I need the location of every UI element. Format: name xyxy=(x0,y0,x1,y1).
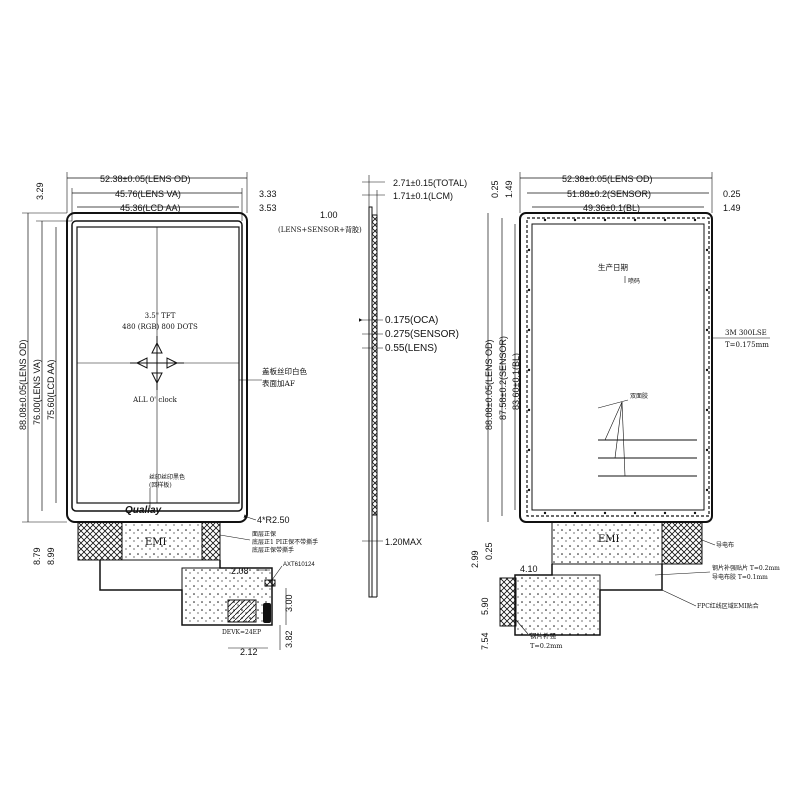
back-view: 生产日期 喷码 双面胶 3M 300LSE T=0.175mm 52.38±0.… xyxy=(470,172,780,650)
pitch-label: DEVK=24EP xyxy=(222,629,261,636)
back-bl-outline xyxy=(531,223,705,511)
logo-note-2: (回样板) xyxy=(149,481,172,489)
back-reinforce-note-2: 导电布胶 T=0.1mm xyxy=(712,573,768,581)
back-edge-beads xyxy=(527,218,709,515)
fpc-note-b: 底层正1 PI正保不带撕手 xyxy=(252,538,318,546)
dim-2-08: 2.08 xyxy=(231,566,249,576)
back-steel-thickness: T=0.2mm xyxy=(530,642,562,650)
back-bl-width: 49.36±0.1(BL) xyxy=(583,203,640,213)
front-dim-8-99: 8.99 xyxy=(46,547,56,565)
back-sensor-outline xyxy=(526,217,710,517)
front-view: 3.5" TFT 480 (RGB) 800 DOTS ALL 0' clock… xyxy=(18,172,318,657)
back-lens-od-height: 88.08±0.05(LENS OD) xyxy=(484,340,494,430)
dim-3-00: 3.00 xyxy=(284,594,294,612)
back-lens-od-width: 52.38±0.05(LENS OD) xyxy=(562,174,652,184)
front-lens-od-width: 52.38±0.05(LENS OD) xyxy=(100,174,190,184)
fpc-note-c: 底层正保带撕手 xyxy=(252,546,294,554)
back-dim-7-54: 7.54 xyxy=(480,632,490,650)
back-dim-0-25-right: 0.25 xyxy=(723,189,741,199)
logo: Qualiay xyxy=(125,505,162,516)
back-tape-label: 双面胶 xyxy=(630,392,648,400)
back-dim-1-49-right: 1.49 xyxy=(723,203,741,213)
back-dim-1-49: 1.49 xyxy=(504,180,514,198)
front-va-outline xyxy=(71,220,243,512)
back-emi-note: 导电布 xyxy=(716,541,734,549)
back-dim-0-25-bottom: 0.25 xyxy=(484,542,494,560)
back-fpc-note: FPC红线区域EMI贴合 xyxy=(697,602,759,610)
front-aa-outline xyxy=(76,226,240,504)
ic-label: AXT610124 xyxy=(283,562,315,568)
front-lens-od-height: 88.08±0.05(LENS OD) xyxy=(18,340,28,430)
back-reinforce-note-1: 钢片补强贴片 T=0.2mm xyxy=(712,564,780,572)
side-sensor: 0.275(SENSOR) xyxy=(385,329,459,340)
back-tape-spec: 3M 300LSE xyxy=(725,329,767,337)
view-clock-label: ALL 0' clock xyxy=(132,396,177,404)
back-date-code: 喷码 xyxy=(628,277,640,285)
back-date-label: 生产日期 xyxy=(598,262,628,272)
back-steel-note: 钢片补强 xyxy=(530,631,557,640)
side-lens: 0.55(LENS) xyxy=(385,343,437,354)
front-dim-3-53: 3.53 xyxy=(259,203,277,213)
view-angle-arrows-icon xyxy=(130,336,184,390)
back-sensor-width: 51.88±0.2(SENSOR) xyxy=(567,189,651,199)
side-lcm: 1.71±0.1(LCM) xyxy=(393,191,453,201)
side-glue-note: (LENS+SENSOR+背胶) xyxy=(278,225,362,234)
cover-print-note: 盖板丝印白色 xyxy=(262,366,307,376)
back-sensor-height: 87.58±0.2(SENSOR) xyxy=(498,336,508,420)
fpc-note-a: 面层正保 xyxy=(252,530,276,538)
front-dim-3-33: 3.33 xyxy=(259,189,277,199)
front-lens-va-width: 45.76(LENS VA) xyxy=(115,189,181,199)
tft-resolution-label: 480 (RGB) 800 DOTS xyxy=(122,323,198,331)
tft-size-label: 3.5" TFT xyxy=(145,312,176,320)
front-fpc: EMI xyxy=(77,521,276,626)
front-emi-label: EMI xyxy=(145,537,167,548)
side-max: 1.20MAX xyxy=(385,537,422,547)
side-oca: 0.175(OCA) xyxy=(385,315,438,326)
back-fpc: EMI xyxy=(499,521,703,636)
back-dim-4-10: 4.10 xyxy=(520,564,538,574)
back-emi-label: EMI xyxy=(598,534,620,545)
back-dim-0-25: 0.25 xyxy=(490,180,500,198)
back-tape-thickness: T=0.175mm xyxy=(725,341,769,349)
back-dim-5-90: 5.90 xyxy=(480,597,490,615)
corner-radius-label: 4*R2.50 xyxy=(257,515,290,525)
front-lcd-aa-height: 75.60(LCD AA) xyxy=(46,359,56,420)
front-dim-3-29: 3.29 xyxy=(35,182,45,200)
front-lcd-aa-width: 45.36(LCD AA) xyxy=(120,203,181,213)
side-glue-thickness: 1.00 xyxy=(320,210,338,220)
side-view: 2.71±0.15(TOTAL) 1.71±0.1(LCM) 1.00 (LEN… xyxy=(278,175,467,598)
dim-2-12: 2.12 xyxy=(240,647,258,657)
back-dim-2-99: 2.99 xyxy=(470,550,480,568)
dim-3-82: 3.82 xyxy=(284,630,294,648)
back-bl-height: 83.60±0.1(BL) xyxy=(511,353,521,410)
logo-note-1: 丝印丝印黑色 xyxy=(149,473,185,481)
front-lens-va-height: 76.00(LENS VA) xyxy=(32,359,42,425)
cover-af-note: 表面加AF xyxy=(262,378,295,388)
front-dim-8-79: 8.79 xyxy=(32,547,42,565)
side-total: 2.71±0.15(TOTAL) xyxy=(393,178,467,188)
